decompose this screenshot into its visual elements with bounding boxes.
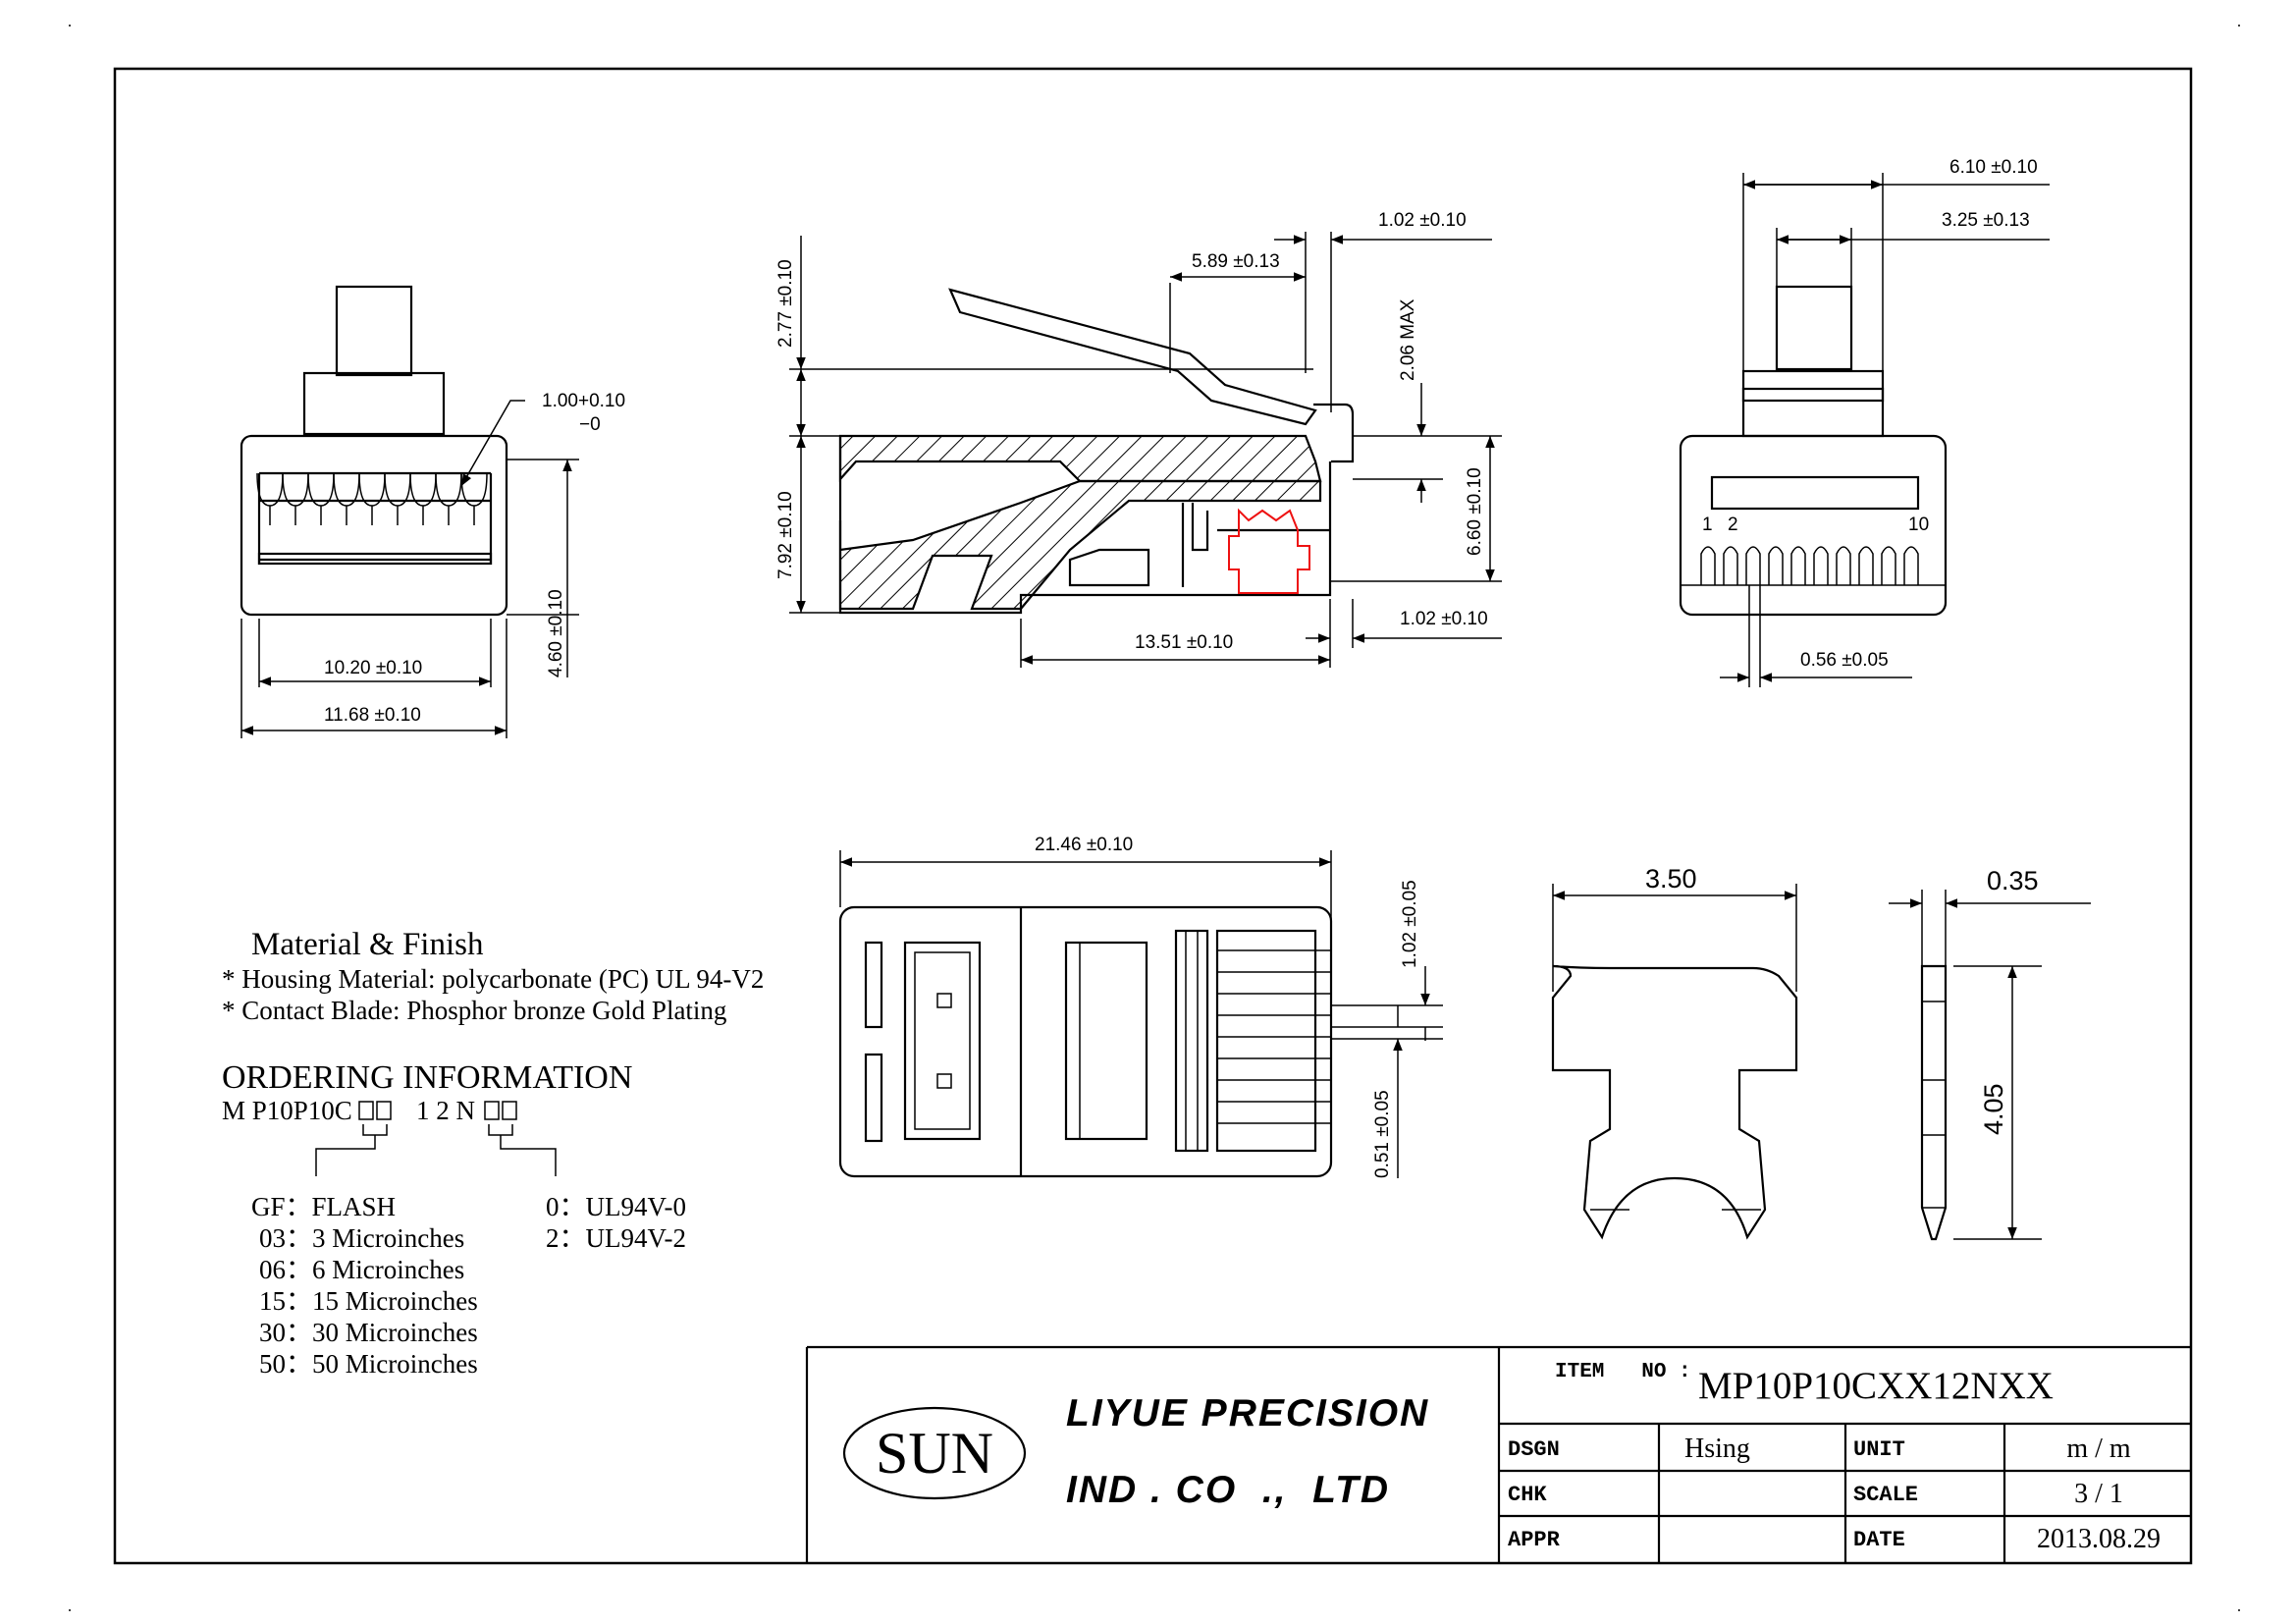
ordering-brackets bbox=[315, 1101, 557, 1176]
material-line-1: * Housing Material: polycarbonate (PC) U… bbox=[222, 964, 764, 994]
side-dim-top-width: 5.89 ±0.13 bbox=[1192, 251, 1280, 272]
contact-dim-width: 3.50 bbox=[1645, 864, 1697, 893]
plating-option: 06：6 Microinches bbox=[259, 1255, 464, 1284]
date-value: 2013.08.29 bbox=[2037, 1524, 2161, 1554]
material-line-2: * Contact Blade: Phosphor bronze Gold Pl… bbox=[222, 996, 726, 1025]
end-dim-outer: 6.10 ±0.10 bbox=[1949, 157, 2038, 178]
bottom-dim-upper: 1.02 ±0.05 bbox=[1400, 880, 1420, 968]
flame-option: 2：UL94V-2 bbox=[546, 1223, 686, 1253]
material-heading: Material & Finish bbox=[251, 927, 484, 962]
side-dim-bottom-width: 13.51 ±0.10 bbox=[1135, 632, 1233, 653]
chk-label: CHK bbox=[1508, 1483, 1547, 1507]
sun-logo-oval bbox=[842, 1406, 1027, 1500]
bottom-dim-lower: 0.51 ±0.05 bbox=[1372, 1090, 1393, 1178]
front-view bbox=[240, 285, 579, 738]
end-pin-10: 10 bbox=[1908, 514, 1929, 535]
plating-option: 15：15 Microinches bbox=[259, 1286, 478, 1316]
company-name-line-2: IND . CO ., LTD bbox=[1066, 1469, 1390, 1511]
company-name-line-1: LIYUE PRECISION bbox=[1066, 1392, 1429, 1435]
end-pin-1: 1 bbox=[1702, 514, 1713, 535]
front-dim-pitch-minus: −0 bbox=[579, 414, 601, 435]
ordering-code-mid: 1 2 N bbox=[416, 1096, 475, 1125]
side-dim-right-height: 6.60 ±0.10 bbox=[1465, 467, 1485, 556]
contact-dim-height: 4.05 bbox=[1979, 1083, 2008, 1135]
title-block-frame bbox=[805, 1345, 2191, 1563]
contact-dim-thickness: 0.35 bbox=[1987, 866, 2039, 895]
front-dim-height: 4.60 ±0.10 bbox=[546, 589, 566, 677]
side-dim-max: 2.06 MAX bbox=[1398, 298, 1418, 381]
plating-option: 03：3 Microinches bbox=[259, 1223, 464, 1253]
ordering-code-prefix: M P10P10C bbox=[222, 1096, 352, 1125]
side-dim-bottom-right: 1.02 ±0.10 bbox=[1400, 609, 1488, 629]
side-view bbox=[789, 232, 1502, 668]
end-dim-inner: 3.25 ±0.13 bbox=[1942, 210, 2030, 231]
plating-option: GF：FLASH bbox=[251, 1192, 396, 1221]
scale-value: 3 / 1 bbox=[2074, 1479, 2123, 1509]
contact-front-view bbox=[1551, 884, 1798, 1240]
side-dim-body-height: 7.92 ±0.10 bbox=[775, 491, 796, 579]
corner-marks bbox=[69, 25, 2240, 1611]
sun-logo-text: SUN bbox=[876, 1421, 993, 1486]
plating-option: 30：30 Microinches bbox=[259, 1318, 478, 1347]
side-dim-top-right: 1.02 ±0.10 bbox=[1378, 210, 1467, 231]
ordering-heading: ORDERING INFORMATION bbox=[222, 1059, 632, 1096]
sheet-border bbox=[113, 67, 2193, 1565]
appr-label: APPR bbox=[1508, 1528, 1561, 1552]
bottom-view bbox=[838, 850, 1443, 1178]
dsgn-value: Hsing bbox=[1684, 1434, 1750, 1464]
flame-option: 0：UL94V-0 bbox=[546, 1192, 686, 1221]
end-pin-2: 2 bbox=[1728, 514, 1738, 535]
front-dim-outer-width: 11.68 ±0.10 bbox=[324, 705, 421, 726]
end-dim-pin: 0.56 ±0.05 bbox=[1800, 650, 1889, 671]
front-dim-pitch: 1.00+0.10 bbox=[542, 391, 625, 411]
scale-label: SCALE bbox=[1853, 1483, 1918, 1507]
end-view bbox=[1679, 173, 2050, 687]
dsgn-label: DSGN bbox=[1508, 1437, 1560, 1462]
date-label: DATE bbox=[1853, 1528, 1905, 1552]
plating-option: 50：50 Microinches bbox=[259, 1349, 478, 1379]
bottom-dim-length: 21.46 ±0.10 bbox=[1035, 835, 1133, 855]
item-no-value: MP10P10CXX12NXX bbox=[1698, 1365, 2054, 1407]
contact-side-view bbox=[1889, 890, 2091, 1241]
item-no-label: ITEM NO : bbox=[1555, 1361, 1691, 1383]
front-dim-inner-width: 10.20 ±0.10 bbox=[324, 658, 422, 678]
unit-label: UNIT bbox=[1853, 1437, 1905, 1462]
side-dim-top-left: 2.77 ±0.10 bbox=[775, 259, 796, 348]
unit-value: m / m bbox=[2066, 1434, 2131, 1464]
